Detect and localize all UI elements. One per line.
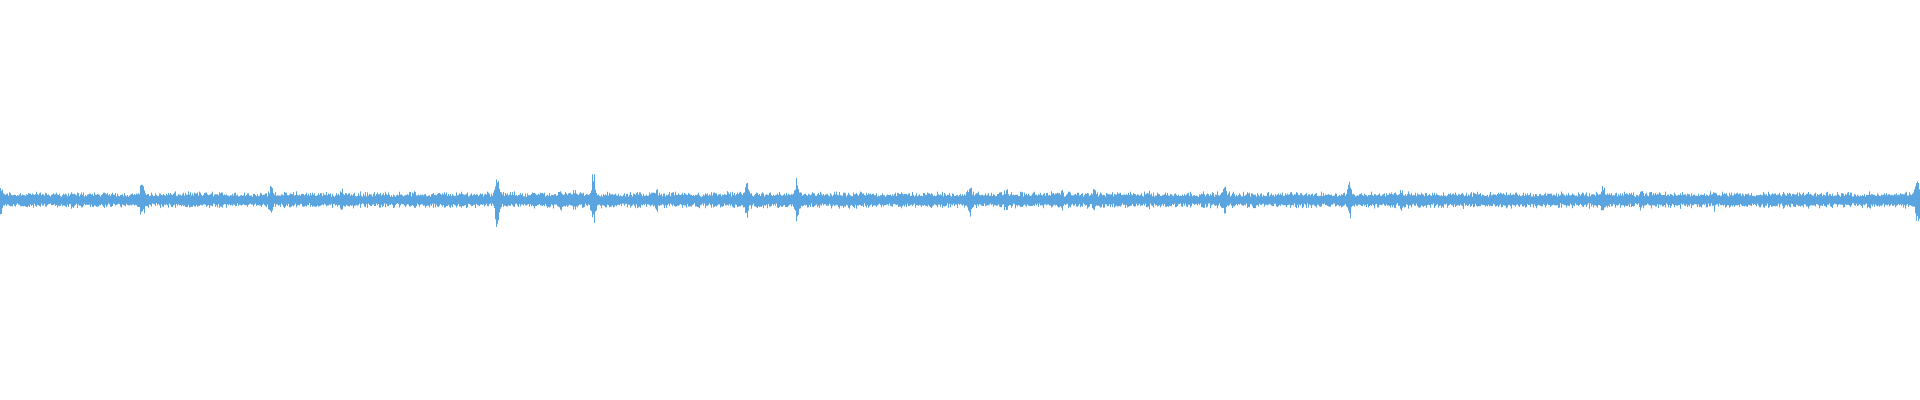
waveform-path [0,174,1920,227]
